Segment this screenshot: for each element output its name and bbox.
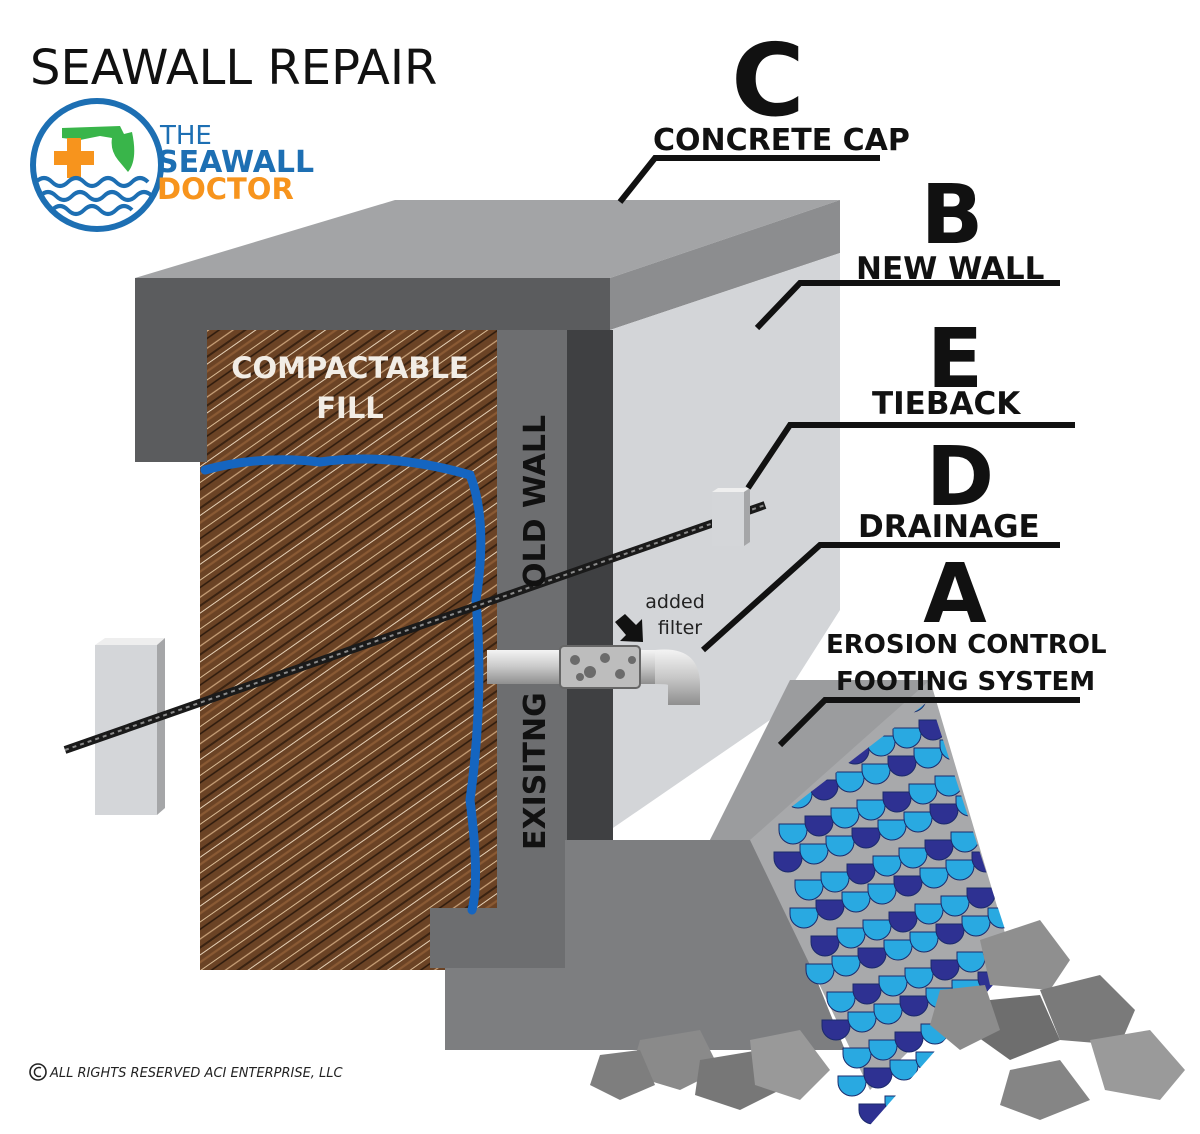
copyright: ALL RIGHTS RESERVED ACI ENTERPRISE, LLC	[29, 1063, 344, 1081]
callout-d-label: DRAINAGE	[858, 509, 1040, 545]
scale-tile	[1071, 856, 1099, 876]
scale-tile	[1092, 876, 1120, 896]
callout-b-letter: B	[921, 168, 984, 263]
scale-tile	[960, 767, 990, 789]
scale-tile	[884, 1095, 914, 1117]
scale-tile	[1040, 892, 1068, 912]
seawall-doctor-logo: THE SEAWALL DOCTOR	[30, 98, 314, 232]
callout-e-letter: E	[927, 312, 983, 407]
callout-d-letter: D	[926, 430, 994, 525]
filter-label-line2: filter	[658, 617, 702, 639]
scale-tile	[1081, 792, 1109, 812]
scale-tile	[986, 604, 1014, 624]
scale-tile	[1002, 815, 1015, 837]
scale-tile	[804, 660, 832, 680]
scale-tile	[1066, 884, 1094, 904]
callout-b-label: NEW WALL	[856, 251, 1044, 287]
scale-tile	[970, 703, 1000, 725]
callout-a-letter: A	[923, 547, 987, 642]
scale-tile	[986, 759, 1015, 781]
scale-tile	[1067, 1040, 1095, 1060]
drainage-line	[200, 454, 486, 915]
filter-arrow-icon	[615, 614, 643, 642]
old-wall	[430, 330, 613, 968]
logo-the-text: THE	[159, 121, 212, 151]
scale-tile	[944, 711, 974, 733]
fill-label-line2: FILL	[316, 391, 384, 425]
scale-tile	[1044, 708, 1072, 728]
scale-tile	[1076, 820, 1104, 840]
fill-label-line1: COMPACTABLE	[231, 351, 468, 385]
filter-label-line1: added	[645, 591, 705, 613]
drainage-pipe	[487, 645, 700, 705]
callout-e-label: TIEBACK	[872, 386, 1021, 422]
copyright-icon	[29, 1063, 47, 1081]
scale-tile	[1097, 848, 1125, 868]
scale-tile	[976, 823, 1006, 845]
scale-tile	[962, 1071, 992, 1093]
scale-tile	[1012, 751, 1015, 773]
scale-tile	[915, 1051, 945, 1073]
callout-c-letter: C	[731, 22, 804, 139]
scale-tile	[1129, 960, 1157, 980]
rip-rap-rocks	[590, 920, 1185, 1120]
scale-tile	[1007, 779, 1015, 801]
scale-tile	[936, 1079, 966, 1101]
callout-a-label-line2: FOOTING SYSTEM	[836, 667, 1095, 697]
scale-tile	[992, 879, 1015, 901]
scale-tile	[965, 731, 995, 753]
scale-tile	[1019, 872, 1047, 892]
scale-tile	[997, 843, 1015, 865]
scale-tile	[991, 723, 1015, 745]
leader-lines	[617, 155, 1080, 748]
existing-label: EXISITNG	[518, 692, 553, 850]
scale-tile	[1061, 920, 1089, 940]
scale-tile	[1024, 836, 1052, 856]
scale-tile	[981, 787, 1011, 809]
scale-tile	[1087, 912, 1115, 932]
scale-tile	[1012, 596, 1040, 616]
scale-tile	[837, 1075, 867, 1097]
scale-tile	[1060, 764, 1088, 784]
callout-c-label: CONCRETE CAP	[653, 123, 910, 158]
logo-doctor-text: DOCTOR	[157, 172, 294, 206]
concrete-cap	[135, 200, 840, 462]
scale-tile	[1050, 828, 1078, 848]
scale-tile	[1013, 899, 1015, 921]
scale-tile	[1065, 736, 1093, 756]
scale-tile	[1055, 800, 1083, 820]
logo-seawall-text: SEAWALL	[157, 145, 314, 180]
callout-a-label-line1: EROSION CONTROL	[826, 630, 1107, 660]
scale-tile	[1082, 940, 1110, 960]
copyright-text: ALL RIGHTS RESERVED ACI ENTERPRISE, LLC	[49, 1066, 344, 1081]
scale-tile	[1045, 864, 1073, 884]
scale-tile	[1034, 772, 1062, 792]
scale-tile	[1113, 904, 1141, 924]
scale-tile	[1029, 808, 1057, 828]
scale-tile	[1018, 716, 1046, 736]
tieback	[63, 488, 767, 815]
scale-tile	[1108, 932, 1136, 952]
scale-tile	[889, 1059, 919, 1081]
scale-tile	[910, 1087, 940, 1109]
scale-tile	[1039, 744, 1067, 764]
page-title: SEAWALL REPAIR	[30, 40, 437, 96]
scale-tile	[858, 1103, 888, 1125]
florida-cross-waves-icon	[30, 98, 164, 232]
old-wall-label: OLD WALL	[518, 415, 553, 588]
